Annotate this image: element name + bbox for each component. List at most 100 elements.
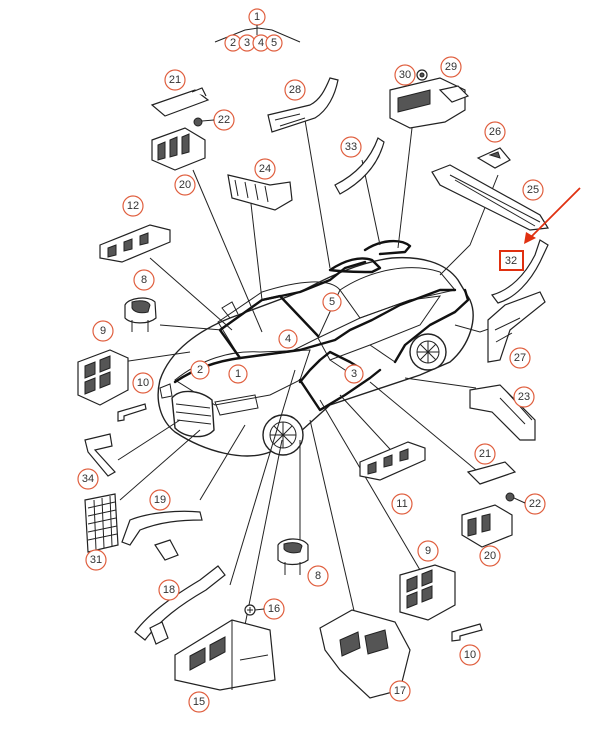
callout-8-upper: 8 bbox=[133, 269, 155, 291]
part-32-trim bbox=[490, 239, 549, 304]
svg-text:20: 20 bbox=[179, 179, 191, 191]
svg-text:10: 10 bbox=[464, 649, 476, 661]
svg-text:21: 21 bbox=[169, 74, 181, 86]
top-group-main-label: 1 bbox=[254, 11, 260, 23]
callout-1: 1 bbox=[228, 364, 248, 384]
callout-4: 4 bbox=[278, 329, 298, 349]
part-8-switch-lower bbox=[277, 538, 309, 575]
svg-text:9: 9 bbox=[100, 325, 106, 337]
callout-2: 2 bbox=[190, 360, 210, 380]
part-20-relay-carrier-upper bbox=[151, 127, 206, 171]
part-12-connector-strip bbox=[99, 224, 171, 263]
callout-20-upper: 20 bbox=[174, 174, 196, 196]
svg-text:22: 22 bbox=[529, 498, 541, 510]
part-19-harness bbox=[121, 510, 203, 561]
callout-19: 19 bbox=[149, 489, 171, 511]
top-group-callout: 1 2 3 4 5 bbox=[214, 8, 301, 52]
svg-text:16: 16 bbox=[268, 603, 280, 615]
svg-text:21: 21 bbox=[479, 448, 491, 460]
svg-text:8: 8 bbox=[141, 274, 147, 286]
svg-text:29: 29 bbox=[445, 61, 457, 73]
callout-29: 29 bbox=[440, 56, 462, 78]
callout-34: 34 bbox=[77, 468, 99, 490]
part-15-control-module bbox=[174, 619, 276, 691]
part-21-cover-upper bbox=[150, 87, 210, 117]
part-10-bracket-upper bbox=[117, 403, 147, 422]
part-18-harness bbox=[134, 565, 226, 645]
svg-text:12: 12 bbox=[127, 200, 139, 212]
top-group-label-5: 5 bbox=[271, 37, 277, 49]
part-33-trim-strip bbox=[334, 137, 385, 195]
svg-text:33: 33 bbox=[345, 141, 357, 153]
part-22-nut-upper bbox=[193, 117, 203, 127]
svg-text:4: 4 bbox=[285, 333, 291, 345]
callout-10-lower: 10 bbox=[459, 644, 481, 666]
part-28-harness-duct bbox=[267, 77, 339, 133]
callout-20-lower: 20 bbox=[479, 545, 501, 567]
svg-text:34: 34 bbox=[82, 473, 94, 485]
callout-23: 23 bbox=[513, 386, 535, 408]
highlight-callout-32: 32 bbox=[499, 187, 581, 271]
part-11-connector-strip bbox=[359, 441, 426, 481]
part-8-switch-upper bbox=[124, 297, 157, 332]
part-27-side-trim bbox=[487, 291, 546, 363]
part-24-bracket bbox=[227, 174, 293, 211]
callout-22-lower: 22 bbox=[513, 493, 546, 515]
part-22-nut-lower bbox=[505, 492, 515, 502]
svg-text:2: 2 bbox=[197, 364, 203, 376]
svg-text:9: 9 bbox=[425, 545, 431, 557]
part-34-harness-stem bbox=[84, 433, 116, 477]
callout-9-upper: 9 bbox=[92, 320, 114, 342]
part-10-bracket-lower bbox=[451, 623, 483, 642]
part-16-bolt bbox=[244, 604, 256, 616]
callout-24: 24 bbox=[254, 158, 276, 180]
callout-18: 18 bbox=[158, 579, 180, 601]
svg-text:28: 28 bbox=[289, 84, 301, 96]
svg-text:26: 26 bbox=[489, 126, 501, 138]
red-arrow-head bbox=[524, 232, 536, 244]
svg-text:5: 5 bbox=[329, 296, 335, 308]
svg-text:11: 11 bbox=[396, 498, 407, 510]
part-20-relay-carrier-lower bbox=[461, 504, 513, 548]
svg-text:31: 31 bbox=[90, 554, 102, 566]
callout-3: 3 bbox=[344, 364, 364, 384]
callout-27: 27 bbox=[509, 347, 531, 369]
svg-text:23: 23 bbox=[518, 391, 530, 403]
svg-text:8: 8 bbox=[315, 570, 321, 582]
svg-text:18: 18 bbox=[163, 584, 175, 596]
highlight-box bbox=[499, 250, 524, 271]
callout-31: 31 bbox=[85, 549, 107, 571]
callouts: 21 22 20 28 30 29 33 24 26 25 12 8 9 10 … bbox=[77, 56, 546, 713]
svg-text:1: 1 bbox=[235, 368, 241, 380]
svg-text:20: 20 bbox=[484, 550, 496, 562]
callout-12: 12 bbox=[122, 195, 144, 217]
part-21-cover-lower bbox=[466, 461, 517, 485]
callout-22-upper: 22 bbox=[201, 109, 235, 131]
part-30-grommet bbox=[416, 69, 428, 81]
top-group-label-4: 4 bbox=[258, 37, 264, 49]
callout-11: 11 bbox=[391, 493, 413, 515]
part-23-connector bbox=[469, 384, 536, 441]
callout-17: 17 bbox=[389, 680, 411, 702]
svg-text:3: 3 bbox=[351, 368, 357, 380]
svg-text:30: 30 bbox=[399, 69, 411, 81]
callout-26: 26 bbox=[484, 121, 506, 143]
svg-text:10: 10 bbox=[137, 377, 149, 389]
svg-text:15: 15 bbox=[193, 696, 205, 708]
callout-16: 16 bbox=[254, 598, 285, 620]
top-group-label-2: 2 bbox=[230, 37, 236, 49]
part-29-fuse-box bbox=[389, 77, 470, 129]
part-9-fuse-block-upper bbox=[77, 349, 129, 406]
callout-15: 15 bbox=[188, 691, 210, 713]
callout-9-lower: 9 bbox=[417, 540, 439, 562]
svg-text:22: 22 bbox=[218, 114, 230, 126]
callout-10-upper: 10 bbox=[132, 372, 154, 394]
svg-text:19: 19 bbox=[154, 494, 166, 506]
red-arrow-line bbox=[527, 187, 581, 241]
part-25-cover bbox=[431, 164, 550, 231]
part-9-fuse-block-lower bbox=[399, 564, 456, 621]
callout-28: 28 bbox=[284, 79, 306, 101]
callout-5: 5 bbox=[322, 292, 342, 312]
callout-30: 30 bbox=[394, 64, 416, 86]
